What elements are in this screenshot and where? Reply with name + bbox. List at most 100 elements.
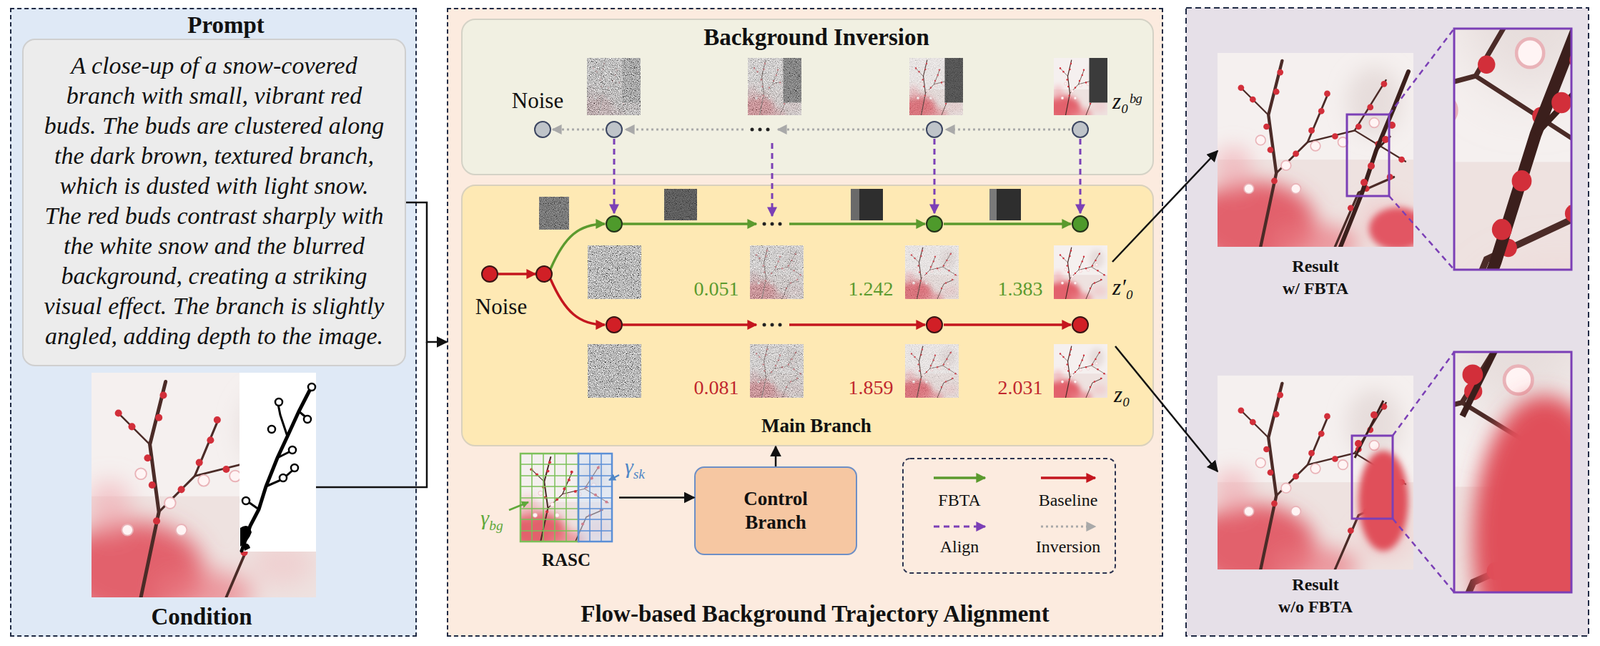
gamma-symbol: γbg [480, 504, 503, 539]
distance-value: 1.859 [848, 375, 894, 400]
ellipsis-dots [770, 222, 775, 226]
distance-value: 0.051 [694, 276, 740, 301]
align-arrows [933, 138, 936, 214]
inversion-thumbnails [902, 57, 964, 121]
baseline-states [1072, 316, 1089, 333]
rasc-box: RASC [520, 453, 612, 542]
condition-image [290, 463, 299, 472]
result-image [1190, 52, 1427, 266]
distance-value-holder: 0.081 [694, 375, 740, 400]
rasc-grid [578, 453, 612, 542]
process-label-holder: Control Branch [722, 486, 830, 535]
distance-value: 1.383 [998, 276, 1044, 301]
legend-box [1040, 476, 1096, 479]
fbta-states [606, 215, 1089, 232]
legend-box [933, 476, 986, 479]
baseline-states [481, 265, 498, 282]
result-box: Result w/ FBTA [1217, 52, 1414, 247]
result-box: Result w/o FBTA [1217, 375, 1414, 570]
baseline-states [536, 265, 552, 282]
latent-thumbnails [587, 245, 642, 299]
condition-image [265, 468, 295, 487]
condition-image [241, 386, 312, 551]
connector [774, 446, 778, 467]
fbta-trajectory [550, 223, 1071, 269]
inversion-trajectory [552, 128, 1071, 131]
result-caption-holder: Result w/ FBTA [1217, 255, 1414, 300]
process-label: Control Branch [722, 486, 830, 535]
fbta-states [1072, 215, 1089, 232]
fbta-states [926, 215, 943, 232]
ellipsis-dots [770, 323, 775, 327]
condition-image [277, 450, 292, 458]
latent-thumbnails [905, 343, 959, 398]
inversion-thumbnails [579, 57, 642, 121]
latent-thumbnails [1046, 343, 1109, 404]
inversion-states [534, 121, 1089, 138]
box-title-holder: Background Inversion [703, 22, 930, 52]
latent-thumbnails [749, 245, 804, 299]
condition-image [243, 543, 251, 551]
baseline-trajectory [789, 323, 926, 327]
legend-label: Baseline [1038, 489, 1099, 511]
condition-image [277, 400, 288, 437]
result-image [1389, 28, 1455, 270]
result-image [1454, 351, 1572, 592]
rasc-grid [531, 453, 567, 542]
inversion-thumbnails [909, 57, 964, 116]
gamma-symbol-holder: γsk [624, 453, 645, 487]
baseline-states [926, 316, 943, 333]
prompt-text: A close-up of a snow-covered branch with… [40, 50, 389, 352]
inversion-box: Background Inversion [461, 18, 1154, 176]
mask-thumbnails [664, 188, 698, 221]
result-image [1392, 351, 1455, 592]
result-image [1351, 435, 1393, 519]
latent-thumbnails [742, 343, 805, 404]
panel-title: Condition [150, 601, 252, 631]
inversion-thumbnails [740, 57, 803, 121]
latent-symbol-holder: z₀ [1113, 381, 1131, 408]
latent-symbol: z₀ᵇᵍ [1112, 87, 1142, 115]
gamma-symbol: γsk [624, 453, 645, 487]
control-branch-box: Control Branch [694, 466, 858, 555]
connector [1115, 346, 1218, 472]
align-arrows [1079, 138, 1082, 214]
condition-image [60, 372, 316, 620]
noise-label-holder: Noise [511, 87, 564, 114]
rasc-grid [520, 453, 579, 542]
condition-image [240, 525, 252, 547]
ellipsis-dots [778, 323, 783, 327]
fbta-trajectory [622, 222, 757, 226]
result-image [1018, 0, 1600, 477]
latent-thumbnails [742, 245, 805, 305]
latent-thumbnails [905, 245, 959, 299]
condition-image [60, 372, 316, 620]
inversion-thumbnails [747, 57, 802, 116]
inversion-trajectory [625, 128, 744, 131]
legend-box [902, 458, 1116, 573]
panel-title: Prompt [187, 10, 265, 40]
inversion-trajectory [945, 128, 1071, 131]
panel-title-holder: Flow-based Background Trajectory Alignme… [580, 599, 1049, 628]
ellipsis-dots [762, 323, 767, 327]
ellipsis-dots [766, 127, 770, 132]
align-arrows [771, 142, 774, 216]
latent-thumbnails [897, 245, 960, 305]
fbta-trajectory [943, 222, 1071, 226]
mask-thumbnails [539, 196, 570, 230]
condition-image [298, 411, 308, 419]
inversion-states [534, 121, 551, 138]
latent-symbol: z′₀ [1112, 273, 1134, 301]
panel-title-holder: Prompt [187, 10, 265, 40]
noise-label: Noise [475, 293, 527, 320]
condition-image [242, 383, 316, 505]
prompt-box: A close-up of a snow-covered branch with… [22, 38, 407, 367]
box-title-holder: Main Branch [761, 413, 872, 437]
condition-image [268, 425, 276, 433]
distance-value-holder: 1.383 [998, 276, 1044, 301]
mask-thumbnails [850, 188, 883, 221]
latent-thumbnails [897, 343, 960, 404]
distance-value-holder: 1.242 [848, 276, 894, 301]
rasc-grid [507, 453, 612, 550]
panel-title: Flow-based Background Trajectory Alignme… [580, 599, 1049, 628]
